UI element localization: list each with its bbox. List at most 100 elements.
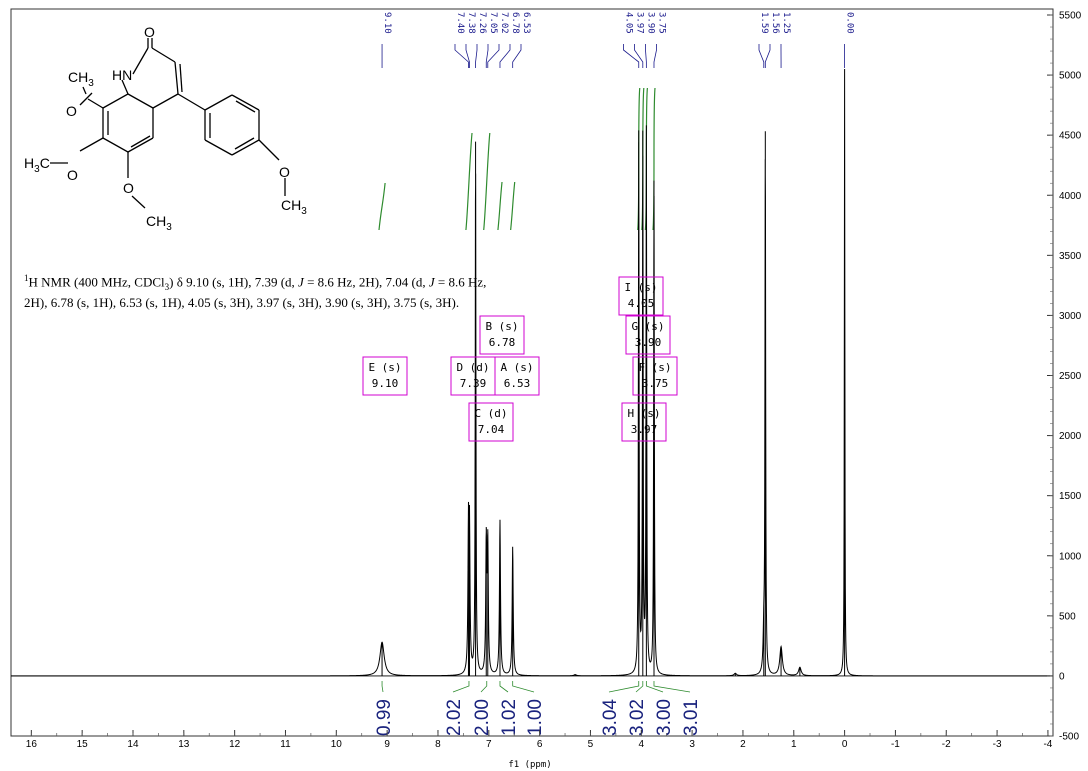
- nmr-text-part-1: H NMR (400 MHz, CDCl: [28, 274, 165, 290]
- multiplet-shift: 4.05: [628, 297, 655, 310]
- peak-leader-line: [499, 44, 511, 68]
- peak-shift-label: 1.25: [781, 12, 791, 34]
- x-tick-label: 13: [178, 739, 190, 750]
- integral-value-label: 3.02: [627, 699, 648, 736]
- multiplet-box: [621, 402, 667, 442]
- y-tick-label: 0: [1059, 671, 1065, 682]
- peak-leader-line: [454, 44, 469, 68]
- x-tick-label: 11: [280, 739, 291, 750]
- peak-shift-label: 7.02: [499, 12, 509, 34]
- x-tick-label: -2: [942, 739, 951, 750]
- multiplet-box: [479, 315, 525, 355]
- peak-leader-line: [475, 44, 478, 68]
- y-tick-label: 2500: [1059, 371, 1082, 382]
- x-tick-label: 9: [384, 739, 390, 750]
- multiplet-box: [632, 356, 678, 396]
- atom-oxygen-6: O: [123, 180, 134, 196]
- y-tick-label: 5500: [1059, 11, 1082, 22]
- peak-leader-line: [485, 44, 489, 68]
- multiplet-label: A (s): [500, 361, 533, 374]
- integral-bracket: [645, 681, 664, 693]
- integral-bracket: [381, 681, 384, 693]
- integral-bracket: [452, 681, 470, 693]
- x-tick-label: 1: [791, 739, 797, 750]
- peak-shift-label: 1.56: [770, 12, 780, 34]
- atom-methyl-2: H3C: [24, 155, 50, 175]
- peak-shift-label: 7.05: [488, 12, 498, 34]
- nmr-superscript: 1: [24, 273, 29, 283]
- y-tick-label: 4500: [1059, 131, 1082, 142]
- x-tick-label: 5: [588, 739, 594, 750]
- x-tick-label: 7: [486, 739, 492, 750]
- integral-curve: [483, 132, 491, 231]
- peak-shift-label: 1.59: [759, 12, 769, 34]
- integral-value-label: 2.00: [472, 699, 493, 736]
- multiplet-label: I (s): [624, 281, 657, 294]
- peak-leader-line: [764, 44, 771, 68]
- peak-shift-label: 0.00: [845, 12, 855, 34]
- multiplet-shift: 3.90: [635, 336, 662, 349]
- multiplet-label: C (d): [474, 407, 507, 420]
- x-tick-label: 2: [740, 739, 746, 750]
- y-tick-label: 5000: [1059, 71, 1082, 82]
- multiplet-box: [362, 356, 408, 396]
- atom-oxygen-7: O: [67, 167, 78, 183]
- y-tick-label: 2000: [1059, 431, 1082, 442]
- integral-value-label: 1.00: [525, 699, 546, 736]
- x-tick-label: 12: [229, 739, 241, 750]
- x-tick-label: -3: [993, 739, 1002, 750]
- integral-value-label: 2.02: [444, 699, 465, 736]
- nmr-j-symbol-2: J: [428, 274, 435, 290]
- peak-leader-line: [634, 44, 644, 68]
- integral-bracket: [608, 681, 640, 693]
- multiplet-box: [468, 402, 514, 442]
- nmr-subscript: 3: [164, 281, 170, 292]
- x-tick-label: -4: [1043, 739, 1052, 750]
- peak-shift-label: 6.78: [510, 12, 520, 34]
- y-tick-label: 1500: [1059, 491, 1082, 502]
- nmr-j-symbol-1: J: [298, 274, 304, 290]
- integral-bracket: [512, 681, 535, 693]
- x-tick-label: 3: [689, 739, 695, 750]
- y-tick-label: -500: [1059, 732, 1079, 743]
- peak-shift-label: 7.38: [466, 12, 476, 34]
- nmr-text-part-2: ) δ 9.10 (s, 1H), 7.39 (d,: [169, 274, 299, 290]
- y-tick-label: 4000: [1059, 191, 1082, 202]
- multiplet-shift: 3.97: [631, 423, 658, 436]
- integral-bracket: [653, 681, 691, 693]
- integral-bracket: [635, 681, 644, 693]
- multiplet-box: [625, 315, 671, 355]
- nmr-text-part-3: = 8.6 Hz, 2H), 7.04 (d,: [303, 274, 429, 290]
- peak-leader-line: [512, 44, 522, 68]
- multiplet-label: G (s): [631, 320, 664, 333]
- x-tick-label: 4: [639, 739, 645, 750]
- integral-curve: [510, 181, 516, 231]
- integral-curve: [465, 132, 473, 231]
- x-tick-label: -1: [891, 739, 900, 750]
- peak-shift-label: 7.26: [477, 12, 487, 34]
- peak-leader-line: [623, 44, 640, 68]
- multiplet-label: B (s): [485, 320, 518, 333]
- x-tick-label: 0: [842, 739, 848, 750]
- x-tick-label: 16: [26, 739, 38, 750]
- multiplet-shift: 7.39: [460, 377, 487, 390]
- x-tick-label: 6: [537, 739, 543, 750]
- x-tick-label: 8: [435, 739, 441, 750]
- x-tick-label: 10: [331, 739, 343, 750]
- x-tick-label: 15: [77, 739, 89, 750]
- y-tick-label: 3500: [1059, 251, 1082, 262]
- x-axis-label: f1 (ppm): [508, 760, 551, 770]
- peak-leader-line: [758, 44, 765, 68]
- nmr-description: 1H NMR (400 MHz, CDCl3) δ 9.10 (s, 1H), …: [24, 270, 494, 311]
- integral-value-label: 1.02: [499, 699, 520, 736]
- y-tick-label: 500: [1059, 611, 1076, 622]
- multiplet-label: H (s): [627, 407, 660, 420]
- multiplet-shift: 3.75: [642, 377, 669, 390]
- atom-methyl-3: CH3: [146, 213, 172, 233]
- integral-curve: [378, 182, 386, 231]
- integral-value-label: 0.99: [374, 699, 395, 736]
- peak-shift-label: 3.75: [657, 12, 667, 34]
- x-tick-label: 14: [127, 739, 139, 750]
- atom-nh: HN: [112, 67, 132, 83]
- atom-methyl-1: CH3: [68, 69, 94, 89]
